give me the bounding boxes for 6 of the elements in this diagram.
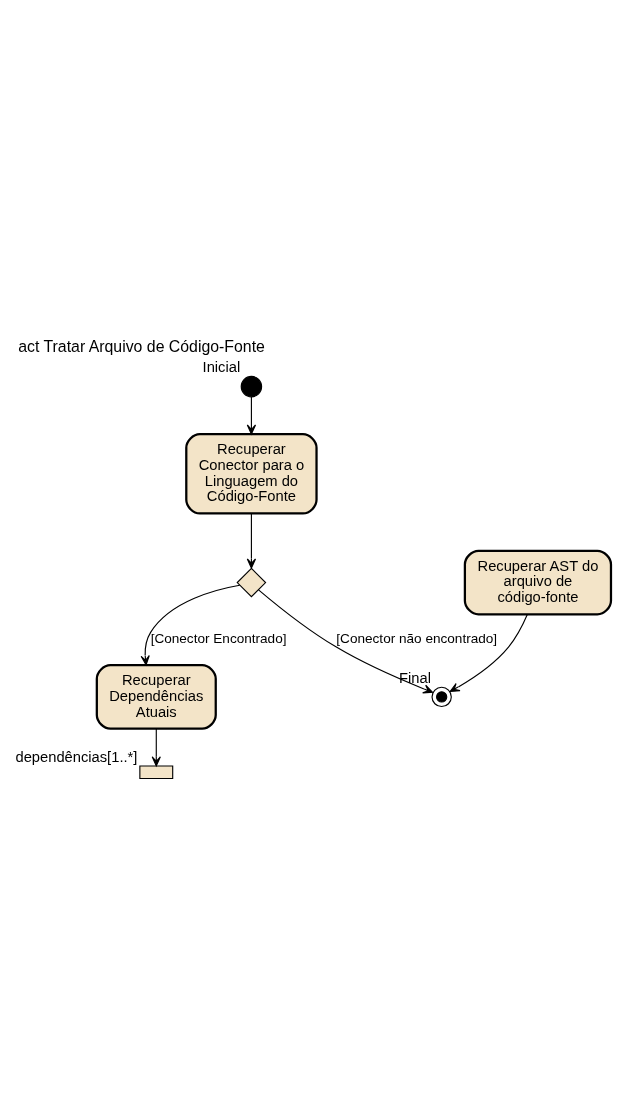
node-label: dependências[1..*] — [15, 748, 138, 765]
edge-label: [Conector não encontrado] — [336, 631, 498, 647]
edge-label: [Conector Encontrado] — [150, 631, 287, 647]
node-label: Inicial — [202, 359, 241, 376]
diagram-title: act Tratar Arquivo de Código-Fonte — [18, 337, 265, 355]
node-label: Final — [399, 670, 432, 687]
